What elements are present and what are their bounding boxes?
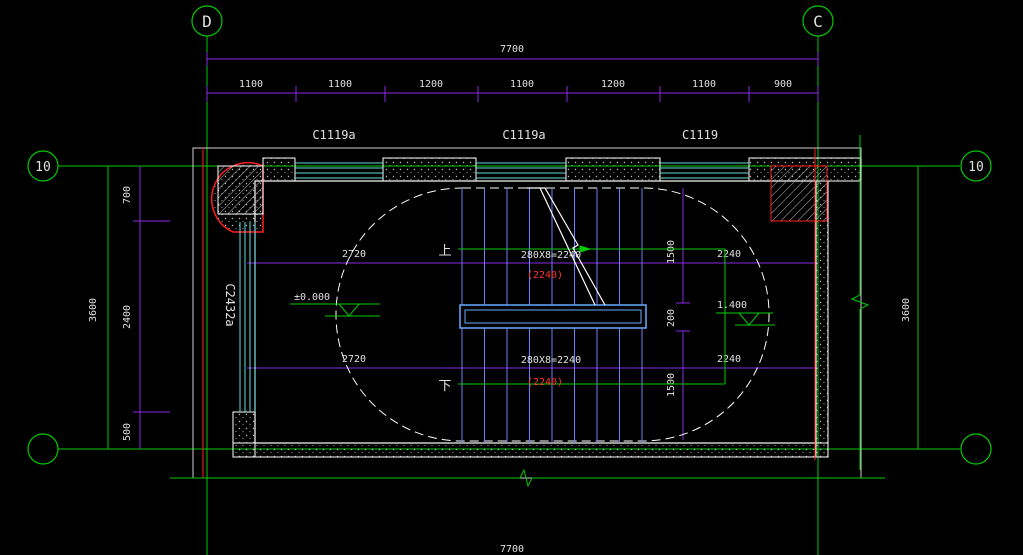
axis-bubble-c: C — [802, 5, 834, 37]
level-floor-text: ±0.000 — [294, 292, 330, 303]
axis-bubble-10-right: 10 — [960, 150, 992, 182]
window-left — [239, 222, 256, 412]
stair-treads — [461, 188, 643, 443]
stair-upper-flight-sub: (2240) — [527, 270, 563, 281]
stair-lower-flight-sub: (2240) — [527, 377, 563, 388]
window-label-top-1: C1119a — [312, 128, 355, 142]
stair — [458, 187, 726, 443]
wall-top-2 — [382, 157, 477, 182]
dimension-texts: 7700 1100 1100 1200 1100 1200 1100 900 7… — [88, 44, 912, 555]
dim-landing-gap: 200 — [666, 309, 677, 327]
axis-bubble-bottom-left — [27, 433, 59, 465]
level-mark-floor: ±0.000 — [290, 292, 380, 317]
window-label-top-3: C1119 — [682, 128, 718, 142]
level-mark-landing: 1.400 — [716, 300, 775, 326]
dim-left-seg-3: 500 — [122, 423, 133, 441]
windows — [239, 162, 749, 412]
axis-bubble-10-left: 10 — [27, 150, 59, 182]
dim-left-total: 3600 — [88, 298, 99, 322]
dim-top-seg-6: 1100 — [692, 79, 716, 90]
axis-label-10-left: 10 — [35, 160, 51, 175]
axis-label-d: D — [202, 12, 212, 31]
dim-top-seg-2: 1100 — [328, 79, 352, 90]
stair-down-label: 下 — [438, 379, 451, 394]
landing-well — [459, 304, 647, 329]
axis-bubbles: D C 10 10 — [27, 5, 992, 465]
wall-left-lower — [232, 411, 256, 458]
axis-label-10-right: 10 — [968, 160, 984, 175]
axis-label-c: C — [813, 12, 823, 31]
wall-top-3 — [565, 157, 661, 182]
break-lines — [170, 135, 885, 488]
stair-labels: 上 下 280X8=2240 (2240) 280X8=2240 (2240) — [438, 244, 581, 394]
dim-top-seg-4: 1100 — [510, 79, 534, 90]
dim-flight-lower: 1500 — [666, 373, 677, 397]
wall-top-1 — [262, 157, 296, 182]
stair-upper-flight-label: 280X8=2240 — [521, 250, 581, 261]
break-line-bottom — [170, 468, 885, 488]
window-top-3 — [660, 162, 749, 179]
level-landing-text: 1.400 — [717, 300, 747, 311]
axis-bubble-bottom-right — [960, 433, 992, 465]
column-top-right-cut — [770, 165, 828, 222]
stair-up-label: 上 — [438, 244, 451, 259]
stair-break-line — [527, 187, 606, 306]
dim-right-total: 3600 — [901, 298, 912, 322]
column-top-left — [211, 162, 264, 233]
axis-bubble-d: D — [191, 5, 223, 37]
columns — [211, 162, 828, 233]
wall-right — [815, 180, 829, 458]
dim-bottom-total: 7700 — [500, 544, 524, 555]
dim-top-seg-7: 900 — [774, 79, 792, 90]
window-top-2 — [476, 162, 566, 179]
dim-top-seg-5: 1200 — [601, 79, 625, 90]
window-label-top-2: C1119a — [502, 128, 545, 142]
flight-arrows — [458, 245, 726, 385]
dim-upper-right: 2240 — [717, 249, 741, 260]
dim-top-seg-3: 1200 — [419, 79, 443, 90]
dim-upper-left: 2720 — [342, 249, 366, 260]
stair-break-line-2 — [539, 187, 596, 306]
landing-well-inner — [464, 309, 642, 324]
stair-lower-flight-label: 280X8=2240 — [521, 355, 581, 366]
cut-lines — [202, 148, 816, 478]
dim-top-seg-1: 1100 — [239, 79, 263, 90]
dimension-lines — [101, 52, 925, 450]
break-line-right — [850, 135, 870, 470]
dim-lower-left: 2720 — [342, 354, 366, 365]
wall-bottom — [232, 442, 829, 458]
walls — [192, 147, 862, 479]
window-labels: C1119a C1119a C1119 C2432a — [223, 128, 718, 327]
dim-top-total: 7700 — [500, 44, 524, 55]
outer-wall-line — [192, 147, 862, 479]
dim-left-seg-2: 2400 — [122, 305, 133, 329]
dim-lower-right: 2240 — [717, 354, 741, 365]
dim-left-seg-1: 700 — [122, 186, 133, 204]
column-top-right — [770, 165, 828, 222]
window-label-left: C2432a — [223, 283, 237, 326]
window-top-1 — [295, 162, 383, 179]
dim-flight-upper: 1500 — [666, 240, 677, 264]
